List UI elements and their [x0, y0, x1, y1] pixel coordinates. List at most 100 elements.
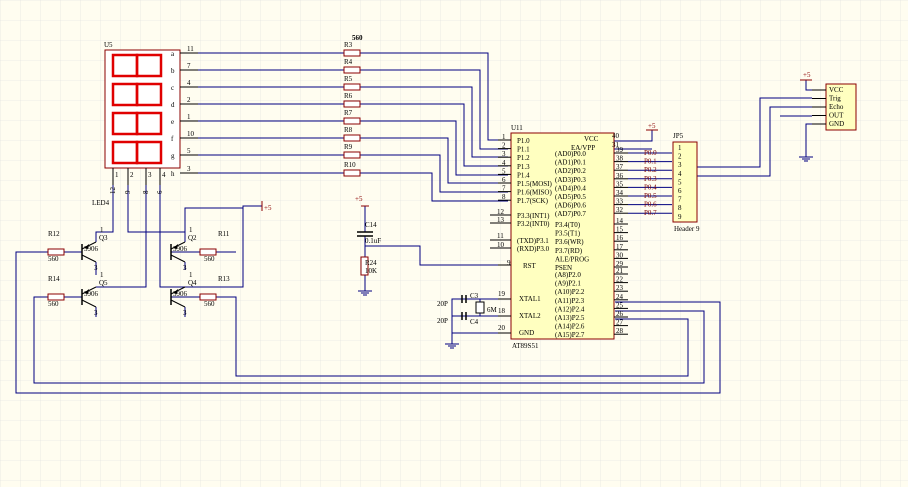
mcu-right-pin-number: 16: [616, 234, 624, 242]
xtal-gnd-wire-a: [451, 298, 462, 340]
sensor-gnd-wire: [805, 123, 812, 153]
header-pin-number: 5: [678, 178, 682, 186]
led-segment-label: b: [171, 67, 175, 75]
mcu-left-pin-name: P1.1: [517, 146, 530, 154]
c14-power-label: +5: [355, 195, 363, 203]
r13-to-p2-wire: [216, 296, 689, 377]
base-resistor: [199, 293, 217, 301]
pin-19-label: 19: [498, 290, 506, 298]
c4-ref-label: C4: [470, 318, 479, 326]
led-segment-label: h: [171, 170, 175, 178]
led-segment-label: g: [171, 152, 175, 160]
led-common-index: 4: [162, 171, 166, 179]
mcu-right-pin-name: (A10)P2.2: [555, 288, 585, 296]
sensor-pin-name: Echo: [829, 103, 844, 111]
vcc-bus-wire: [185, 206, 244, 288]
mcu-right-pin-name: (A15)P2.7: [555, 331, 585, 339]
sensor-pin-name: OUT: [829, 112, 844, 120]
led-pin-number: 5: [187, 147, 191, 155]
pin-20-label: 20: [498, 324, 506, 332]
sensor-power-label: +5: [803, 71, 811, 79]
driver-power-label: +5: [264, 204, 272, 212]
transistor-arrow: [173, 289, 178, 294]
mcu-left-pin-number: 2: [502, 142, 506, 150]
seven-seg-digit-right: [135, 53, 163, 78]
segment-resistor-ref: R3: [344, 41, 353, 49]
transistor-collector: [81, 299, 97, 308]
pin-18-label: 18: [498, 307, 506, 315]
pin-12-label: 12: [497, 208, 505, 216]
transistor-arrow: [84, 244, 89, 249]
pin-9-label: 9: [507, 259, 511, 267]
header-body: [672, 141, 698, 223]
u11-part-label: AT89S51: [512, 342, 539, 350]
header-pin-number: 3: [678, 161, 682, 169]
mcu-left-pin-name: P1.7(SCK): [517, 197, 549, 205]
transistor-arrow: [84, 289, 89, 294]
header-pin-number: 6: [678, 187, 682, 195]
mcu-right-pin-name: (A11)P2.3: [555, 297, 585, 305]
digit4-wire: [159, 185, 185, 288]
segment-resistor: [343, 66, 361, 74]
u11-xtal2-pin-name: XTAL2: [519, 312, 541, 320]
collector-pin-number: 3: [183, 309, 187, 317]
collector-pin-number: 3: [94, 264, 98, 272]
base-resistor: [47, 248, 65, 256]
led-common-pin-number: 12: [109, 187, 117, 195]
segment-resistor-ref: R10: [344, 161, 356, 169]
base-resistor-ref: R13: [218, 275, 230, 283]
header-pin-number: 8: [678, 204, 682, 212]
mcu-uart-pin-name: P3.2(INT0): [517, 220, 550, 228]
pin-10-label: 10: [497, 241, 505, 249]
mcu-left-pin-name: P1.6(MISO): [517, 189, 552, 197]
transistor-arrow: [173, 244, 178, 249]
transistor-collector: [170, 299, 186, 308]
segment-resistor: [343, 169, 361, 177]
crystal-value-label: 6M: [487, 306, 498, 314]
mcu-left-pin-name: P1.4: [517, 171, 530, 179]
led-common-index: 3: [148, 171, 152, 179]
base-resistor-value: 560: [204, 255, 215, 263]
sensor-pin-name: VCC: [829, 86, 844, 94]
emitter-pin-number: 1: [100, 271, 104, 279]
r24-resistor: [360, 256, 369, 276]
sensor-pin-name: Trig: [829, 95, 841, 103]
digit3-wire: [96, 185, 147, 288]
crystal-body: [475, 301, 485, 314]
mcu-right-pin-name: (AD0)P0.0: [555, 150, 586, 158]
mcu-right-pin-name: (A8)P2.0: [555, 271, 581, 279]
transistor-collector: [81, 254, 97, 263]
u11-rst-pin-name: RST: [523, 262, 537, 270]
transistor-ref: Q4: [188, 279, 197, 287]
segment-to-mcu-wire: [360, 154, 508, 193]
segment-to-mcu-wire: [360, 172, 508, 202]
mcu-right-pin-name: (AD4)P0.4: [555, 184, 586, 192]
emitter-pin-number: 1: [189, 271, 193, 279]
mcu-right-pin-name: PSEN: [555, 264, 572, 272]
led-pin-number: 4: [187, 79, 191, 87]
segment-resistor-ref: R7: [344, 109, 353, 117]
transistor-collector: [170, 254, 186, 263]
led-pin-number: 10: [187, 130, 195, 138]
p0-net-label: P0.2: [644, 166, 657, 174]
jp5-part-label: Header 9: [674, 225, 700, 233]
mcu-left-pin-number: 8: [502, 193, 506, 201]
components: [47, 49, 857, 349]
u11-gnd-pin-name: GND: [519, 329, 534, 337]
led-display-body: [104, 49, 181, 169]
mcu-uart-pin-name: (RXD)P3.0: [517, 245, 550, 253]
segment-resistor: [343, 100, 361, 108]
mcu-right-pin-name: P3.6(WR): [555, 238, 584, 246]
transistor-ref: Q2: [188, 234, 197, 242]
mcu-right-pin-name: (A12)P2.4: [555, 305, 585, 313]
segment-to-mcu-wire: [360, 137, 508, 184]
mcu-uart-pin-name: P3.3(INT1): [517, 212, 550, 220]
sensor-body: [825, 83, 857, 131]
seven-seg-digit-right: [135, 82, 163, 107]
led4-part-label: LED4: [92, 199, 110, 207]
p0-net-label: P0.0: [644, 149, 657, 157]
mcu-right-pin-name: P3.5(T1): [555, 230, 581, 238]
segment-resistor-ref: R5: [344, 75, 353, 83]
led-pin-number: 2: [187, 96, 191, 104]
p0-net-label: P0.5: [644, 192, 657, 200]
